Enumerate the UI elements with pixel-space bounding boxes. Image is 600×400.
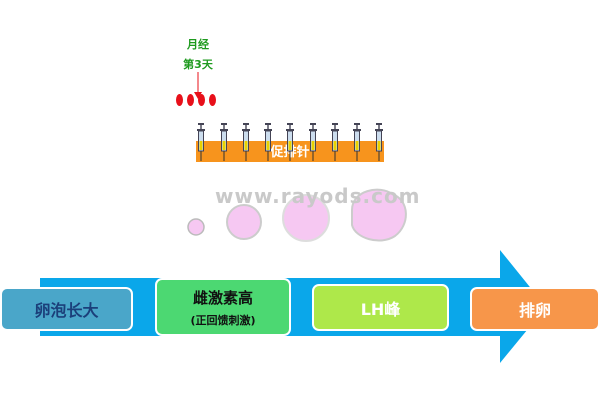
step-box: 卵泡长大: [0, 287, 133, 331]
step-box: 雌激素高 (正回馈刺激): [155, 278, 291, 336]
follicles: [187, 188, 407, 242]
syringe-icon: [264, 123, 272, 161]
syringe-icon: [331, 123, 339, 161]
menses-dot: [187, 94, 194, 106]
syringe-icon: [286, 123, 294, 161]
follicle-large: [282, 194, 330, 242]
syringe-icon: [309, 123, 317, 161]
annotation-line2: 第3天: [183, 58, 213, 71]
step-label: 卵泡长大: [34, 301, 99, 320]
step-label: 排卵: [518, 301, 551, 320]
annotation-line1: 月经: [187, 38, 209, 51]
syringe-icon: [197, 123, 205, 161]
step-label: 雌激素高: [192, 288, 253, 307]
syringe-icon: [353, 123, 361, 161]
step-box: 排卵: [470, 287, 600, 331]
menses-dot: [198, 94, 205, 106]
watermark: www.rayods.com: [215, 184, 421, 208]
menses-dot: [176, 94, 183, 106]
syringe-icon: [242, 123, 250, 161]
follicle-small: [187, 218, 205, 236]
step-label: LH峰: [360, 299, 401, 319]
syringe-icon: [375, 123, 383, 161]
step-sublabel: (正回馈刺激): [190, 313, 256, 327]
step-box: LH峰: [312, 284, 449, 331]
follicle-medium: [226, 204, 262, 240]
follicle-rupturing: [351, 188, 407, 242]
menses-dot: [209, 94, 216, 106]
syringe-icon: [220, 123, 228, 161]
